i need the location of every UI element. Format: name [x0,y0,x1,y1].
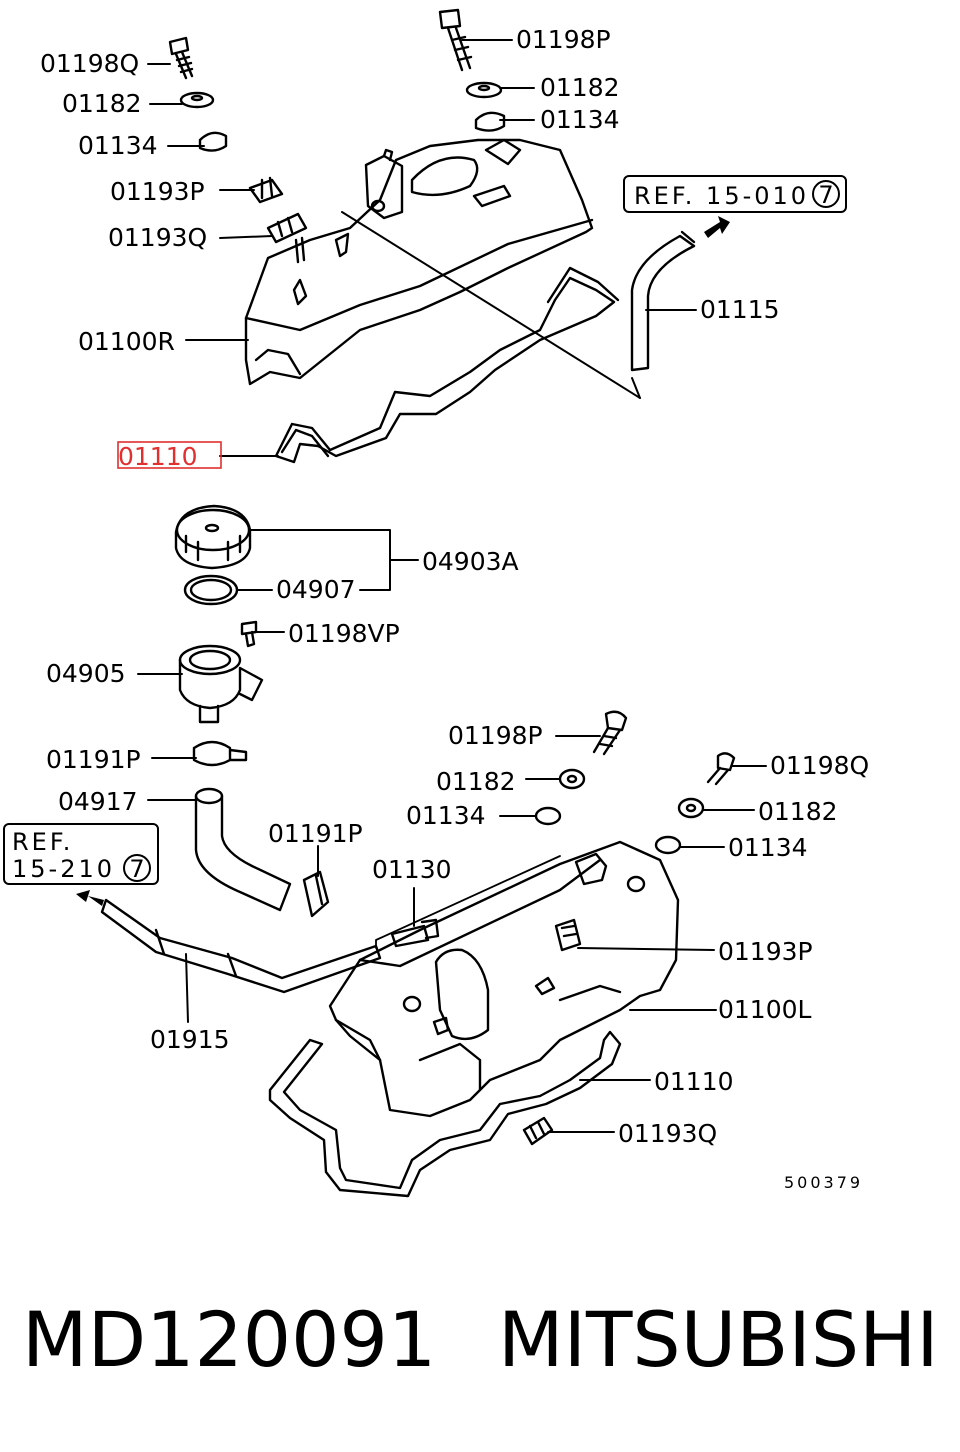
bolt-icon [592,710,628,756]
part-label: 01115 [700,295,780,324]
ref-top-text: REF. 15-010 [634,182,809,210]
reference-box-left: REF. 15-210 7 [3,823,159,885]
highlight-box [117,441,222,469]
part-number-text: MD120091 [22,1295,437,1384]
part-label: 01915 [150,1025,230,1054]
part-label: 01134 [78,131,158,160]
part-label: 04903A [422,547,519,576]
part-label: 01182 [436,767,516,796]
bolt-icon [706,752,736,786]
part-label: 01193P [110,177,205,206]
part-label: 01198Q [770,751,869,780]
part-label-highlighted[interactable]: 01110 [118,442,198,471]
filler-neck-icon [178,644,264,724]
part-label: 01134 [728,833,808,862]
clip-icon [248,176,284,204]
reference-box-top: REF. 15-010 7 [623,175,847,213]
part-label: 01191P [46,745,141,774]
clip-icon [522,1116,554,1146]
part-label: 01100R [78,327,175,356]
oil-filler-cap-icon [174,504,252,570]
part-label: 01182 [758,797,838,826]
bolt-icon [438,8,473,72]
clip-icon [266,212,308,244]
washer-icon [465,81,503,99]
part-label: 01191P [268,819,363,848]
valve-cover-left-icon [328,840,680,1118]
part-label: 04905 [46,659,126,688]
hose-icon [194,794,292,912]
part-label: 04907 [276,575,356,604]
clip-icon [554,918,582,952]
part-label: 01130 [372,855,452,884]
part-label: 01182 [62,89,142,118]
valve-gasket-icon [268,1030,622,1198]
bolt-icon [168,36,194,80]
brand-name-text: MITSUBISHI [498,1295,939,1384]
hose-clamp-icon [302,870,330,918]
grommet-icon [534,806,562,826]
part-label: 01193Q [618,1119,717,1148]
grommet-icon [198,131,228,152]
part-label: 01134 [540,105,620,134]
grommet-icon [474,111,506,132]
screw-icon [240,620,258,648]
washer-icon [558,768,586,790]
hose-clamp-icon [192,740,248,767]
part-label: 01110 [654,1067,734,1096]
part-label: 04917 [58,787,138,816]
part-label: 01193Q [108,223,207,252]
washer-icon [677,797,705,819]
ref-top-circled-number: 7 [818,181,833,209]
part-label: 01198P [516,25,611,54]
part-label: 01198VP [288,619,400,648]
part-label: 01134 [406,801,486,830]
arrow-icon [704,216,730,238]
ref-left-line1: REF. [12,828,73,856]
part-label: 01193P [718,937,813,966]
breather-hose-icon [100,898,382,994]
part-label: 01100L [718,995,812,1024]
part-label: 01182 [540,73,620,102]
valve-cover-right-icon [244,138,594,386]
exploded-parts-diagram: REF. 15-010 7 REF. 15-210 7 01198Q 01182… [3,8,869,1198]
valve-gasket-icon [274,266,620,464]
arrow-icon [76,890,104,906]
washer-icon [179,91,215,109]
part-label: 01198P [448,721,543,750]
figure-number: 500379 [784,1173,863,1192]
ref-left-circled-number: 7 [129,855,144,883]
ref-left-line2: 15-210 [12,855,115,883]
hose-icon [630,234,696,372]
part-label: 01198Q [40,49,139,78]
grommet-icon [654,835,682,855]
